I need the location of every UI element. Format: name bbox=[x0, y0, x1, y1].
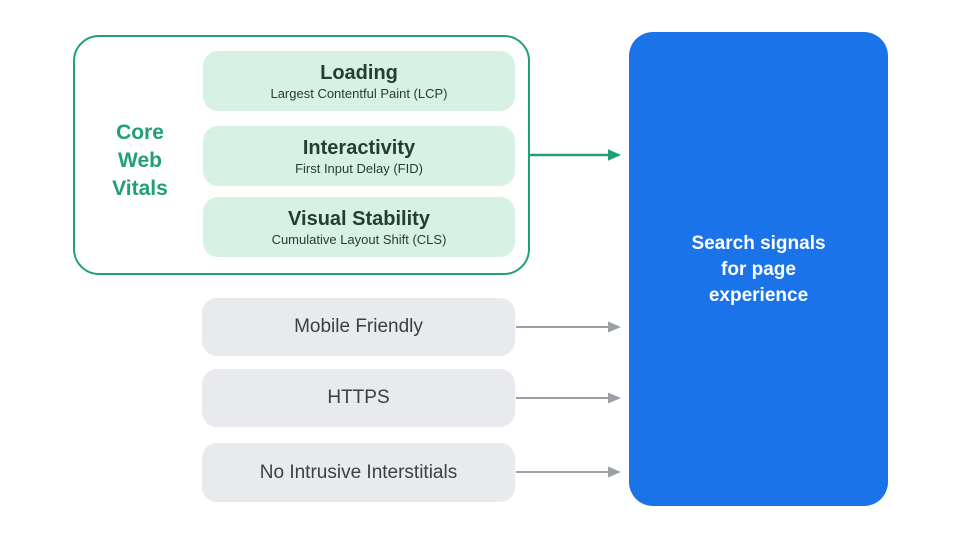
search-signals-box: Search signals for page experience bbox=[629, 32, 888, 506]
search-signals-label-line: Search signals bbox=[691, 233, 826, 254]
core-web-vitals-arrow-icon bbox=[530, 149, 621, 161]
vital-title: Interactivity bbox=[302, 136, 416, 159]
signal-box-mobile-friendly: Mobile Friendly bbox=[202, 298, 515, 356]
core-web-vitals-label-line: Core bbox=[116, 121, 164, 144]
signal-box-https: HTTPS bbox=[202, 369, 515, 427]
mobile-friendly-arrow-icon bbox=[516, 321, 621, 333]
vital-title: Visual Stability bbox=[288, 207, 430, 230]
search-signals-label: Search signals for page experience bbox=[691, 231, 825, 309]
signal-label: HTTPS bbox=[327, 387, 390, 408]
core-web-vitals-label: Core Web Vitals bbox=[85, 119, 195, 203]
search-signals-label-line: experience bbox=[708, 285, 809, 306]
core-web-vitals-group bbox=[73, 35, 530, 275]
signal-label: Mobile Friendly bbox=[294, 316, 423, 337]
no-intrusive-interstitials-arrow-icon bbox=[516, 466, 621, 478]
vital-title: Loading bbox=[320, 61, 398, 84]
core-web-vitals-label-line: Web bbox=[118, 149, 162, 172]
https-arrow-icon bbox=[516, 392, 621, 404]
vital-box-loading: Loading Largest Contentful Paint (LCP) bbox=[203, 51, 515, 111]
vital-box-interactivity: Interactivity First Input Delay (FID) bbox=[203, 126, 515, 186]
vital-subtitle: First Input Delay (FID) bbox=[295, 160, 423, 176]
core-web-vitals-label-line: Vitals bbox=[112, 177, 168, 200]
signal-label: No Intrusive Interstitials bbox=[259, 461, 458, 483]
signal-box-no-intrusive-interstitials: No Intrusive Interstitials bbox=[202, 443, 515, 502]
search-signals-label-line: for page bbox=[721, 259, 796, 280]
vital-box-visual-stability: Visual Stability Cumulative Layout Shift… bbox=[203, 197, 515, 257]
vital-subtitle: Largest Contentful Paint (LCP) bbox=[270, 85, 448, 101]
vital-subtitle: Cumulative Layout Shift (CLS) bbox=[271, 231, 447, 247]
